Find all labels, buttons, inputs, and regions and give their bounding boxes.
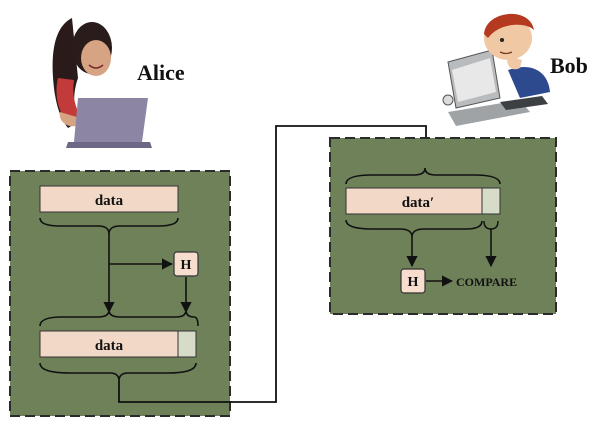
- sender-brace-middle: [39, 309, 199, 327]
- bob-name: Bob: [550, 53, 588, 78]
- receiver-hash-box: H: [400, 268, 426, 294]
- sender-data-label-bottom: data: [95, 338, 124, 354]
- receiver-data-box: data′: [345, 187, 501, 215]
- alice-name: Alice: [137, 60, 185, 85]
- receiver-hash-label: H: [408, 275, 419, 290]
- sender-data-box-top: data: [39, 185, 179, 213]
- alice-figure: [52, 18, 152, 148]
- bob-figure: [442, 13, 550, 126]
- compare-label: COMPARE: [456, 275, 517, 289]
- receiver-data-label: data′: [402, 195, 435, 211]
- sender-data-box-bottom: data: [39, 330, 197, 358]
- sender-hash-tag: [177, 330, 197, 358]
- sender-hash-box: H: [173, 251, 199, 277]
- receiver-brace-top: [345, 167, 501, 185]
- sender-hash-label: H: [181, 258, 192, 273]
- transmission-line: [118, 125, 433, 403]
- sender-data-label-top: data: [95, 193, 124, 209]
- receiver-hash-tag: [481, 187, 501, 215]
- receiver-panel: [329, 137, 557, 315]
